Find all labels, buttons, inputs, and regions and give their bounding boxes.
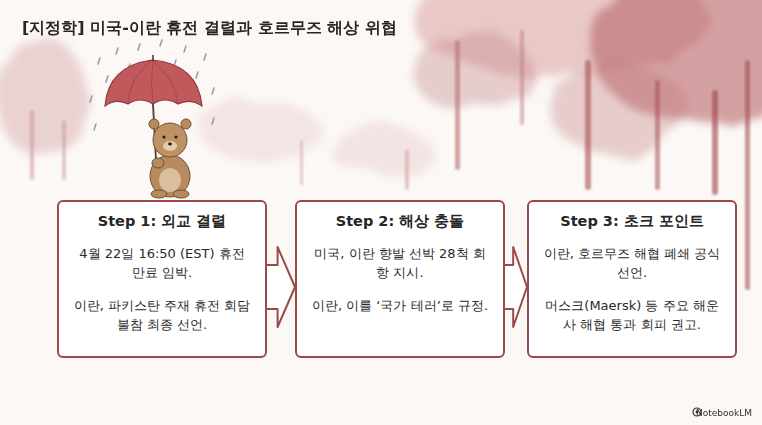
step-body: 이란, 이를 ‘국가 테러’로 규정. (312, 297, 488, 316)
diagram-title: [지정학] 미국-이란 휴전 결렬과 호르무즈 해상 위협 (22, 18, 397, 39)
step-heading: Step 2: 해상 충돌 (336, 212, 465, 231)
watermark: NotebookLM (696, 408, 752, 418)
step-box: Step 1: 외교 결렬 4월 22일 16:50 (EST) 휴전 만료 임박… (57, 200, 267, 358)
step-body: 4월 22일 16:50 (EST) 휴전 만료 임박. (71, 245, 253, 283)
rain-drops (90, 40, 214, 130)
step-heading: Step 3: 초크 포인트 (560, 212, 704, 231)
step-body: 이란, 파키스탄 주재 휴전 회담 불참 최종 선언. (71, 297, 253, 335)
step-box: Step 3: 초크 포인트이란, 호르무즈 해협 폐쇄 공식 선언. 머스크(M… (527, 200, 737, 358)
step-body: 미국, 이란 향발 선박 28척 회항 지시. (309, 245, 491, 283)
step-body: 이란, 호르무즈 해협 폐쇄 공식 선언. (541, 245, 723, 283)
paint-wash (0, 0, 762, 175)
step-box: Step 2: 해상 충돌미국, 이란 향발 선박 28척 회항 지시. 이란, … (295, 200, 505, 358)
paint-drips (30, 30, 750, 290)
bear-with-umbrella (105, 55, 202, 198)
step-body: 머스크(Maersk) 등 주요 해운사 해협 통과 회피 권고. (541, 297, 723, 335)
step-heading: Step 1: 외교 결렬 (98, 212, 227, 231)
block-arrow (504, 247, 527, 327)
block-arrow (266, 247, 295, 327)
